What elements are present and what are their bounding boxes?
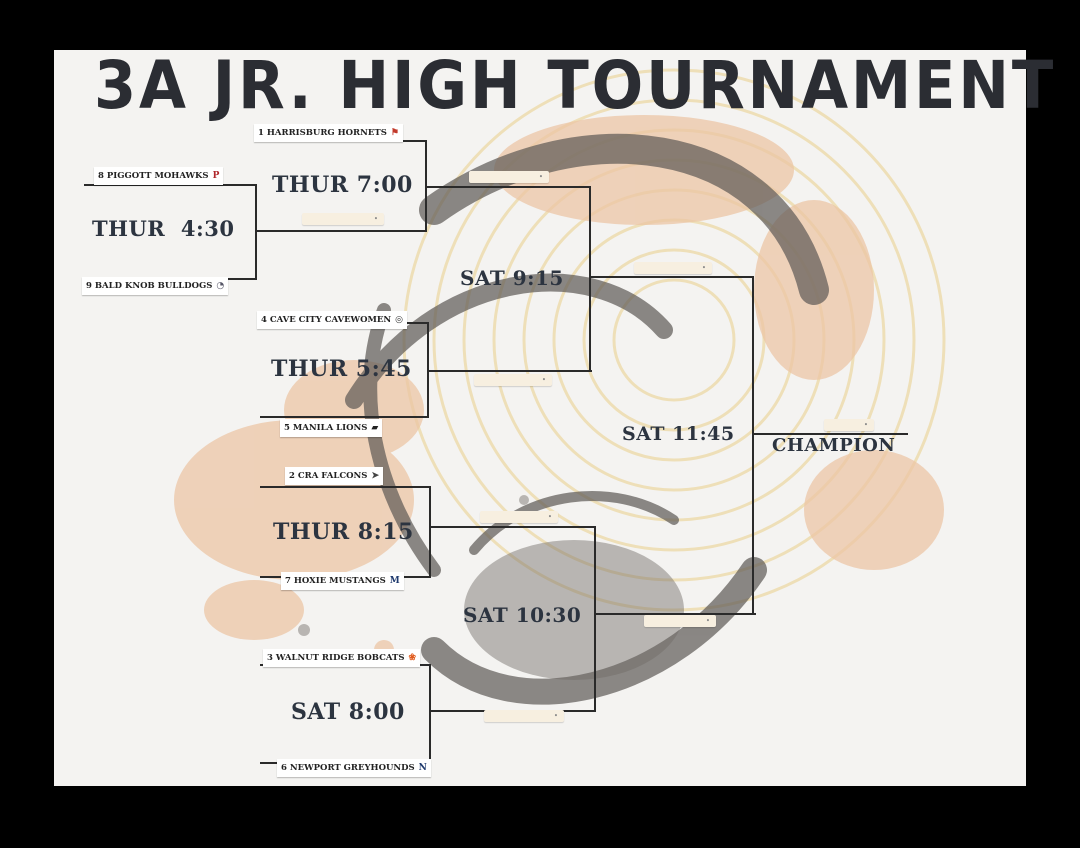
volleyball-background-art: [174, 68, 946, 705]
lion-icon: ▰: [371, 423, 379, 433]
tournament-title: 3A JR. HIGH TOURNAMENT: [94, 47, 1057, 124]
mustang-m-icon: M: [389, 576, 400, 586]
game-sat-915: SAT 9:15: [460, 266, 564, 290]
game-thur-545: THUR 5:45: [271, 356, 412, 382]
team-label-cave-city: 4 CAVE CITY CAVEWOMEN◎: [257, 311, 408, 329]
game-thur-815: THUR 8:15: [273, 519, 414, 545]
winner-slot: •: [484, 710, 564, 722]
winner-slot: •: [469, 171, 549, 183]
winner-slot: •: [474, 374, 552, 386]
winner-slot: •: [824, 419, 874, 431]
champion-label: CHAMPION: [772, 435, 896, 456]
game-sat-1145: SAT 11:45: [622, 423, 735, 445]
bulldog-icon: ◔: [216, 281, 225, 291]
cave-icon: ◎: [395, 315, 404, 325]
hornet-icon: ⚑: [390, 128, 399, 138]
team-label-harrisburg: 1 HARRISBURG HORNETS⚑: [254, 124, 403, 142]
bracket-poster: 3A JR. HIGH TOURNAMENT • • • • • •: [54, 47, 1057, 786]
greyhound-n-icon: N: [418, 763, 427, 773]
falcon-icon: ➤: [371, 471, 379, 481]
game-sat-1030: SAT 10:30: [463, 603, 582, 627]
game-thur-700: THUR 7:00: [272, 172, 413, 198]
team-label-manila: 5 MANILA LIONS▰: [280, 419, 383, 437]
team-label-walnut-ridge: 3 WALNUT RIDGE BOBCATS❀: [263, 649, 421, 667]
winner-slot: •: [634, 262, 712, 274]
winner-slot: •: [302, 213, 384, 225]
bobcat-paw-icon: ❀: [408, 653, 417, 663]
winner-slot: •: [644, 615, 716, 627]
mohawk-p-icon: P: [212, 171, 220, 181]
game-sat-800: SAT 8:00: [291, 699, 405, 725]
winner-slot: •: [480, 511, 558, 523]
game-thur-430: THUR 4:30: [92, 216, 235, 241]
team-label-bald-knob: 9 BALD KNOB BULLDOGS◔: [82, 277, 229, 295]
team-label-cra: 2 CRA FALCONS➤: [285, 467, 383, 485]
